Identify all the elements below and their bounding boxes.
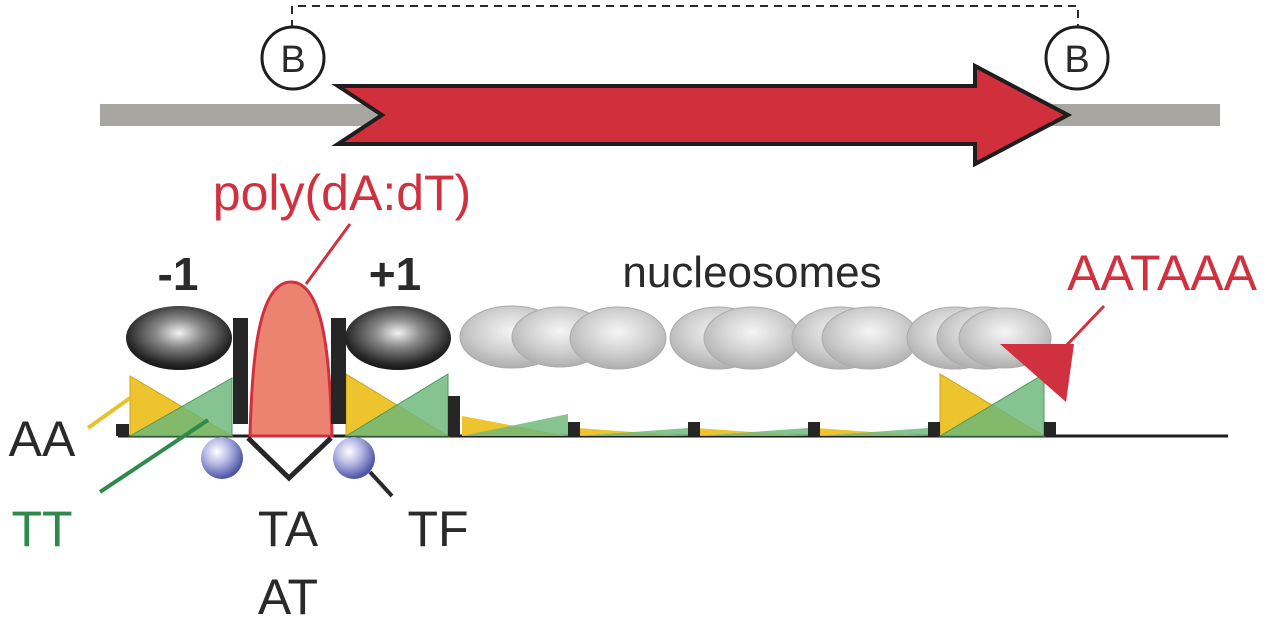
aataaa-leader — [1064, 304, 1106, 348]
tt-motif — [462, 414, 568, 436]
nucleosome — [821, 306, 919, 370]
boundary-tick — [116, 424, 129, 436]
boundary-ticks — [116, 396, 1056, 436]
aa-label: AA — [9, 411, 76, 467]
tf-ball — [333, 437, 375, 479]
nucleosomes-label: nucleosomes — [622, 248, 881, 297]
nucleosome-array — [459, 305, 1052, 370]
tf-label: TF — [407, 501, 468, 557]
nucleosome-minus1-label: -1 — [158, 248, 199, 300]
tt-motif — [578, 428, 688, 436]
poly-da-dt-peak — [248, 280, 334, 438]
gene-arrow — [331, 62, 1073, 168]
boundary-tick — [568, 422, 580, 436]
tt-label: TT — [11, 501, 72, 557]
tf-ball — [201, 437, 243, 479]
nucleosome-plus1 — [345, 306, 451, 370]
poly-da-dt-label: poly(dA:dT) — [213, 165, 471, 221]
nucleosome — [569, 306, 667, 370]
at-label: AT — [258, 569, 318, 622]
barrier-left-circle — [260, 25, 326, 91]
tt-motif — [816, 428, 928, 436]
gene-region: B B — [100, 5, 1220, 168]
aa-leader — [86, 396, 132, 430]
nucleosome — [703, 306, 801, 370]
tt-motif — [938, 373, 1045, 437]
ta-at-dip — [246, 436, 333, 482]
motif-triangles — [128, 373, 1046, 437]
boundary-tick — [808, 422, 820, 436]
boundary-tick — [688, 422, 700, 436]
boundary-tick — [928, 422, 940, 436]
nfr-wall-right — [331, 318, 346, 424]
poly-da-dt-leader — [304, 223, 352, 285]
tt-motif — [696, 428, 808, 436]
aataaa-triangle — [1000, 344, 1074, 402]
tt-leader — [98, 418, 210, 494]
boundary-tick — [1044, 422, 1056, 436]
aataaa-label: AATAAA — [1067, 245, 1258, 301]
ta-label: TA — [258, 501, 319, 557]
nucleosome-minus1 — [126, 306, 232, 370]
nfr-wall-left — [233, 318, 248, 424]
barrier-right-label: B — [1064, 39, 1089, 81]
barrier-link-dashed — [291, 5, 1079, 28]
leader-lines — [86, 223, 1106, 498]
tf-leader — [368, 470, 394, 498]
barrier-left-label: B — [280, 39, 305, 81]
nucleosome-plus1-label: +1 — [369, 248, 421, 300]
barrier-right-circle — [1044, 25, 1110, 91]
boundary-tick — [448, 396, 460, 436]
